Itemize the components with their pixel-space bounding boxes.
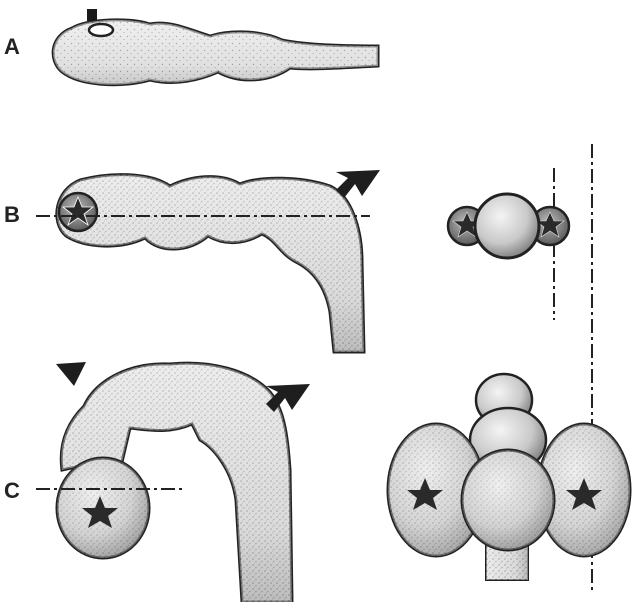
panel-b-arrow-icon <box>336 170 380 198</box>
panel-b-stipple <box>57 175 364 352</box>
panel-c-arrowhead-icon <box>56 362 86 386</box>
panel-c-frontal-view <box>388 374 630 580</box>
cross-section-center-tube <box>475 194 539 258</box>
panel-a-square-marker <box>87 9 97 21</box>
panel-c-arrow-icon <box>266 384 310 412</box>
panel-c: C <box>4 362 310 602</box>
panel-c-label: C <box>4 478 20 503</box>
panel-b: B <box>4 170 380 352</box>
panel-a-optic-primordium <box>89 24 113 36</box>
frontal-center-bulb-stipple <box>462 450 554 550</box>
panel-a: A <box>4 9 378 85</box>
panel-a-label: A <box>4 34 20 59</box>
panel-b-label: B <box>4 202 20 227</box>
